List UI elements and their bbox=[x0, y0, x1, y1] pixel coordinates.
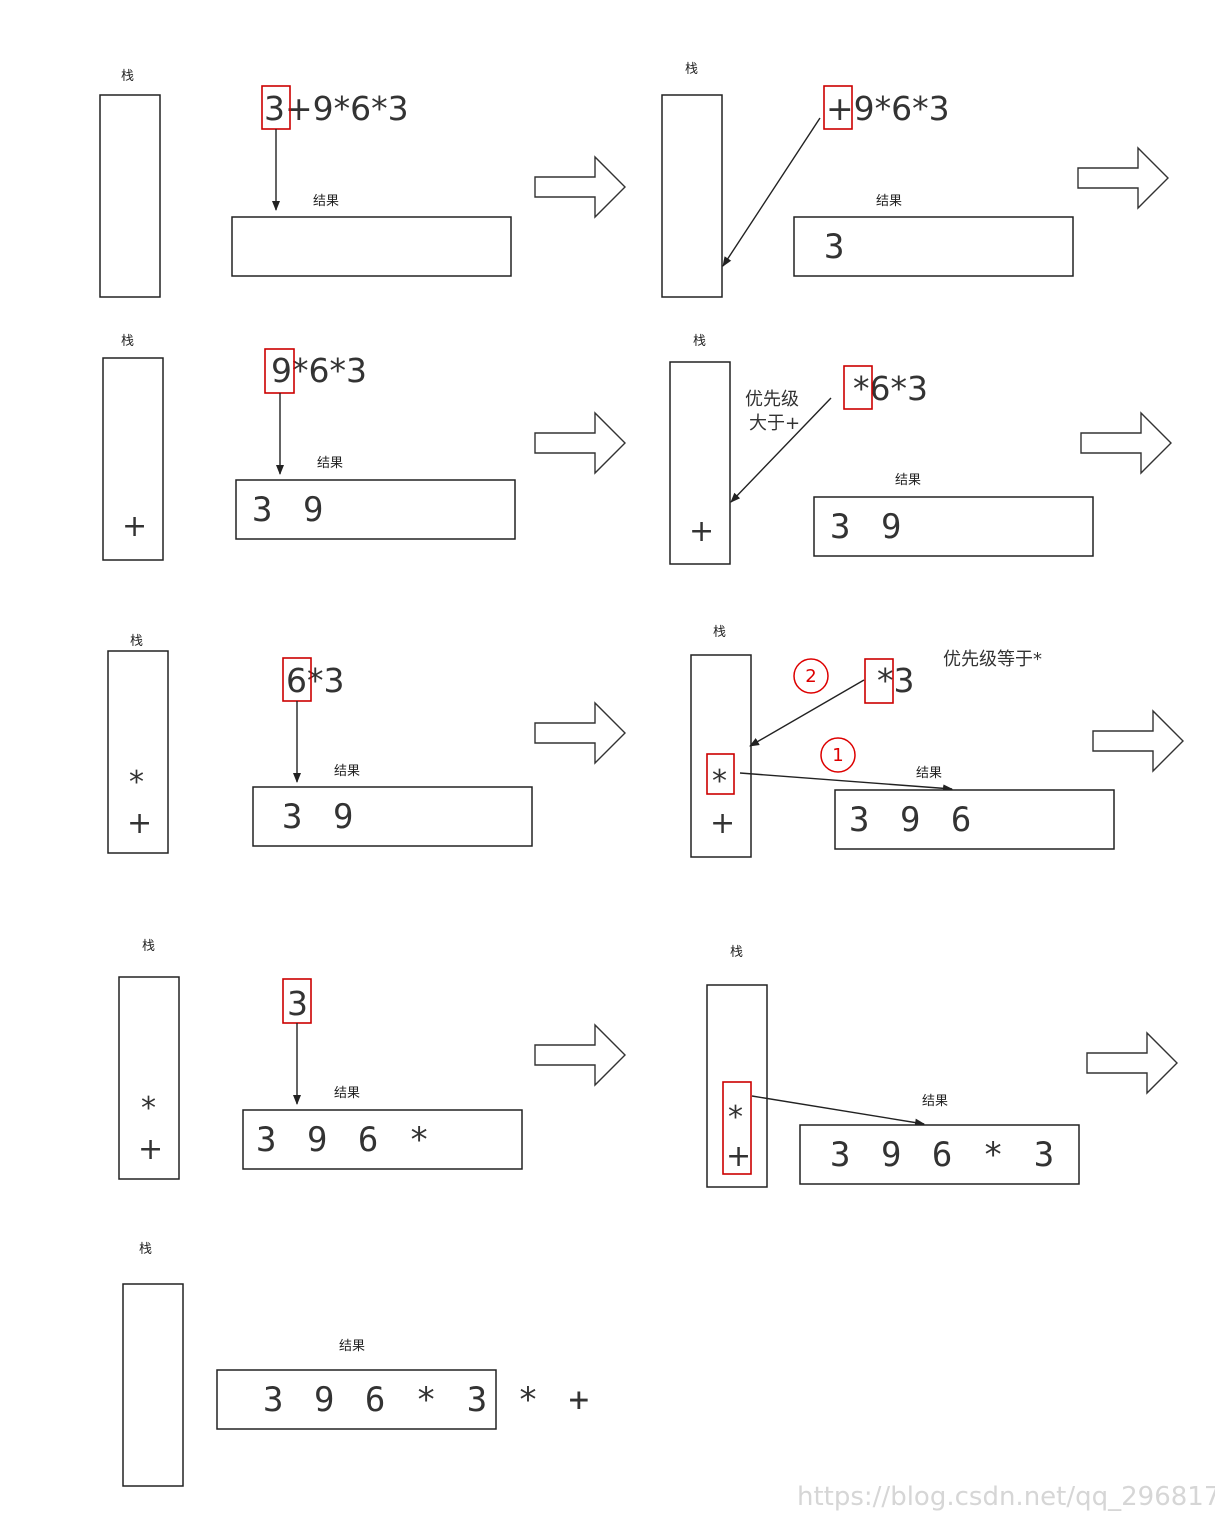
panel-4: 栈 + 优先级 大于+ *6*3 结果 3 9 bbox=[669, 334, 1094, 565]
stack-item: * bbox=[712, 764, 727, 799]
result-box bbox=[235, 479, 516, 540]
stack-box bbox=[99, 94, 161, 298]
result-label: 结果 bbox=[339, 1339, 365, 1354]
step-number: 1 bbox=[832, 745, 843, 766]
stack-item: + bbox=[138, 1132, 163, 1167]
stack-box bbox=[706, 984, 768, 1188]
result-box bbox=[793, 216, 1074, 277]
stack-label: 栈 bbox=[730, 945, 743, 960]
result-text: 3 9 6 * bbox=[256, 1120, 434, 1160]
result-text: 3 9 6 * 3 * + bbox=[263, 1380, 594, 1420]
step-marker bbox=[793, 658, 829, 694]
panel-5: 栈 * + 6*3 结果 3 9 bbox=[107, 634, 533, 854]
result-box bbox=[813, 496, 1094, 557]
next-step-arrow bbox=[534, 1023, 626, 1087]
pop-arrow bbox=[739, 772, 953, 793]
current-token-highlight bbox=[843, 365, 873, 410]
next-step-arrow bbox=[534, 411, 626, 475]
stack-box bbox=[122, 1283, 184, 1487]
result-box bbox=[834, 789, 1115, 850]
next-step-arrow bbox=[1080, 411, 1172, 475]
result-text: 3 9 6 * 3 bbox=[830, 1135, 1059, 1175]
current-token-highlight bbox=[823, 85, 853, 130]
next-step-arrow bbox=[1092, 709, 1184, 773]
result-text: 3 9 6 bbox=[849, 800, 976, 840]
result-label: 结果 bbox=[922, 1094, 948, 1109]
result-box bbox=[799, 1124, 1080, 1185]
result-text: 3 bbox=[824, 227, 849, 267]
stack-label: 栈 bbox=[713, 625, 726, 640]
stack-item: + bbox=[689, 514, 714, 549]
result-label: 结果 bbox=[916, 766, 942, 781]
result-label: 结果 bbox=[317, 456, 343, 471]
result-label: 结果 bbox=[876, 194, 902, 209]
panel-2: 栈 +9*6*3 结果 3 bbox=[661, 62, 1074, 298]
stack-item: + bbox=[122, 509, 147, 544]
panel-1: 栈 3+9*6*3 结果 bbox=[99, 69, 512, 298]
next-step-arrow bbox=[1086, 1031, 1178, 1095]
step-marker bbox=[820, 737, 856, 773]
stack-item: * bbox=[129, 765, 144, 800]
panel-7: 栈 * + 3 结果 3 9 6 * bbox=[118, 939, 523, 1180]
expression-text: +9*6*3 bbox=[826, 89, 950, 128]
stack-label: 栈 bbox=[139, 1242, 152, 1257]
result-label: 结果 bbox=[313, 194, 339, 209]
stack-pop-highlight bbox=[722, 1081, 752, 1175]
result-label: 结果 bbox=[334, 764, 360, 779]
expression-text: 9*6*3 bbox=[271, 351, 367, 390]
result-box bbox=[216, 1369, 497, 1430]
current-token-highlight bbox=[864, 658, 894, 704]
stack-box bbox=[118, 976, 180, 1180]
result-text: 3 9 bbox=[252, 490, 328, 530]
stack-label: 栈 bbox=[121, 69, 134, 84]
stack-label: 栈 bbox=[142, 939, 155, 954]
stack-top-highlight bbox=[706, 753, 735, 795]
expression-text: *6*3 bbox=[853, 369, 928, 408]
priority-note: 大于+ bbox=[749, 413, 800, 434]
flow-arrow bbox=[730, 397, 832, 503]
panel-3: 栈 + 9*6*3 结果 3 9 bbox=[102, 334, 516, 561]
stack-item: * bbox=[141, 1091, 156, 1126]
pop-arrow bbox=[751, 1095, 925, 1127]
priority-note: 优先级 bbox=[745, 389, 799, 410]
expression-text: 3+9*6*3 bbox=[264, 89, 409, 128]
result-label: 结果 bbox=[895, 473, 921, 488]
stack-box bbox=[661, 94, 723, 298]
stack-box bbox=[690, 654, 752, 858]
panel-6: 栈 * + 优先级等于* *3 2 1 结果 3 9 6 bbox=[690, 625, 1115, 858]
result-box bbox=[242, 1109, 523, 1170]
result-box bbox=[231, 216, 512, 277]
watermark: https://blog.csdn.net/qq_29681777 bbox=[797, 1482, 1215, 1512]
stack-label: 栈 bbox=[121, 334, 134, 349]
panel-9: 栈 结果 3 9 6 * 3 * + bbox=[122, 1242, 594, 1487]
stack-box bbox=[102, 357, 164, 561]
result-text: 3 9 bbox=[830, 507, 906, 547]
stack-box bbox=[107, 650, 169, 854]
stack-item: + bbox=[127, 806, 152, 841]
step-number: 2 bbox=[805, 666, 816, 687]
priority-note: 优先级等于* bbox=[943, 649, 1042, 670]
next-step-arrow bbox=[534, 701, 626, 765]
expression-text: *3 bbox=[877, 661, 915, 700]
result-box bbox=[252, 786, 533, 847]
stack-box bbox=[669, 361, 731, 565]
stack-label: 栈 bbox=[130, 634, 143, 649]
expression-text: 3 bbox=[287, 984, 308, 1023]
stack-item: + bbox=[726, 1139, 751, 1174]
stack-label: 栈 bbox=[685, 62, 698, 77]
result-label: 结果 bbox=[334, 1086, 360, 1101]
stack-label: 栈 bbox=[693, 334, 706, 349]
panel-8: 栈 * + 结果 3 9 6 * 3 bbox=[706, 945, 1080, 1188]
flow-arrow bbox=[722, 117, 821, 267]
flow-arrow bbox=[749, 679, 865, 747]
next-step-arrow bbox=[534, 155, 626, 219]
stack-item: * bbox=[728, 1100, 743, 1135]
result-text: 3 9 bbox=[282, 797, 358, 837]
stack-item: + bbox=[710, 806, 735, 841]
expression-text: 6*3 bbox=[286, 661, 345, 700]
next-step-arrow bbox=[1077, 146, 1169, 210]
